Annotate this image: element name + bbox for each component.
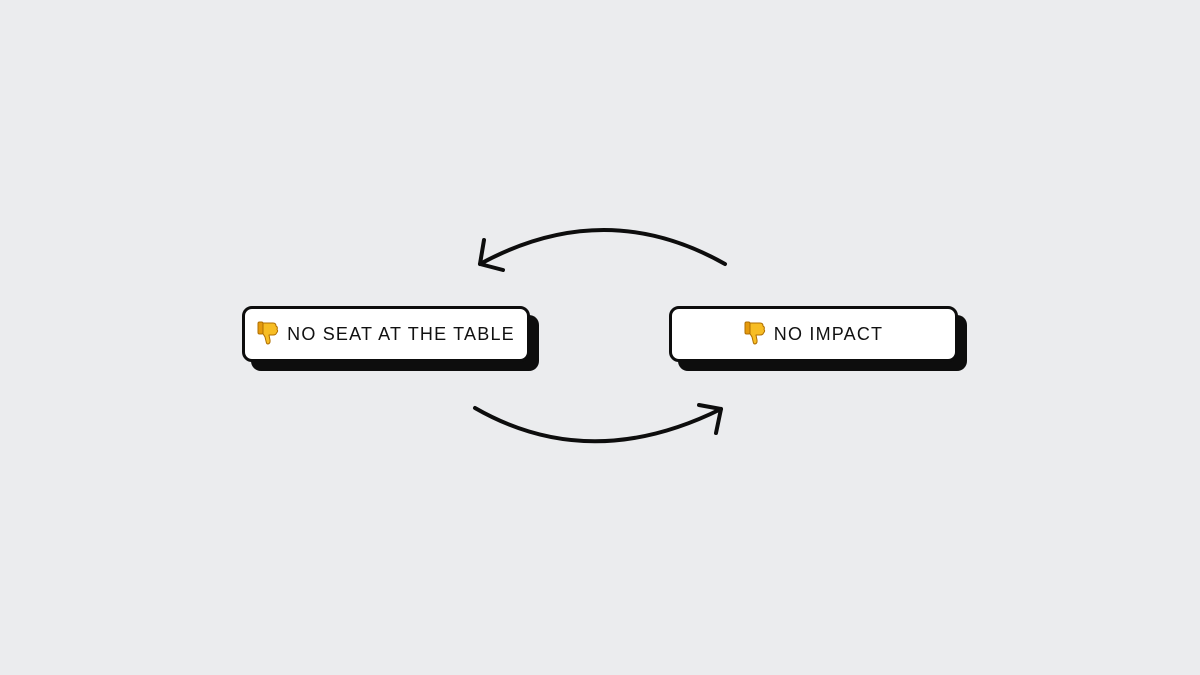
node-label: NO SEAT AT THE TABLE [287, 323, 515, 344]
node-no-seat-at-the-table: NO SEAT AT THE TABLE [242, 306, 530, 362]
arrow-left-to-right [473, 403, 723, 444]
arrow-right-to-left [478, 228, 727, 272]
node-no-impact: NO IMPACT [669, 306, 958, 362]
thumbs-down-icon [257, 321, 279, 345]
node-label: NO IMPACT [773, 323, 884, 344]
thumbs-down-icon [744, 321, 766, 345]
